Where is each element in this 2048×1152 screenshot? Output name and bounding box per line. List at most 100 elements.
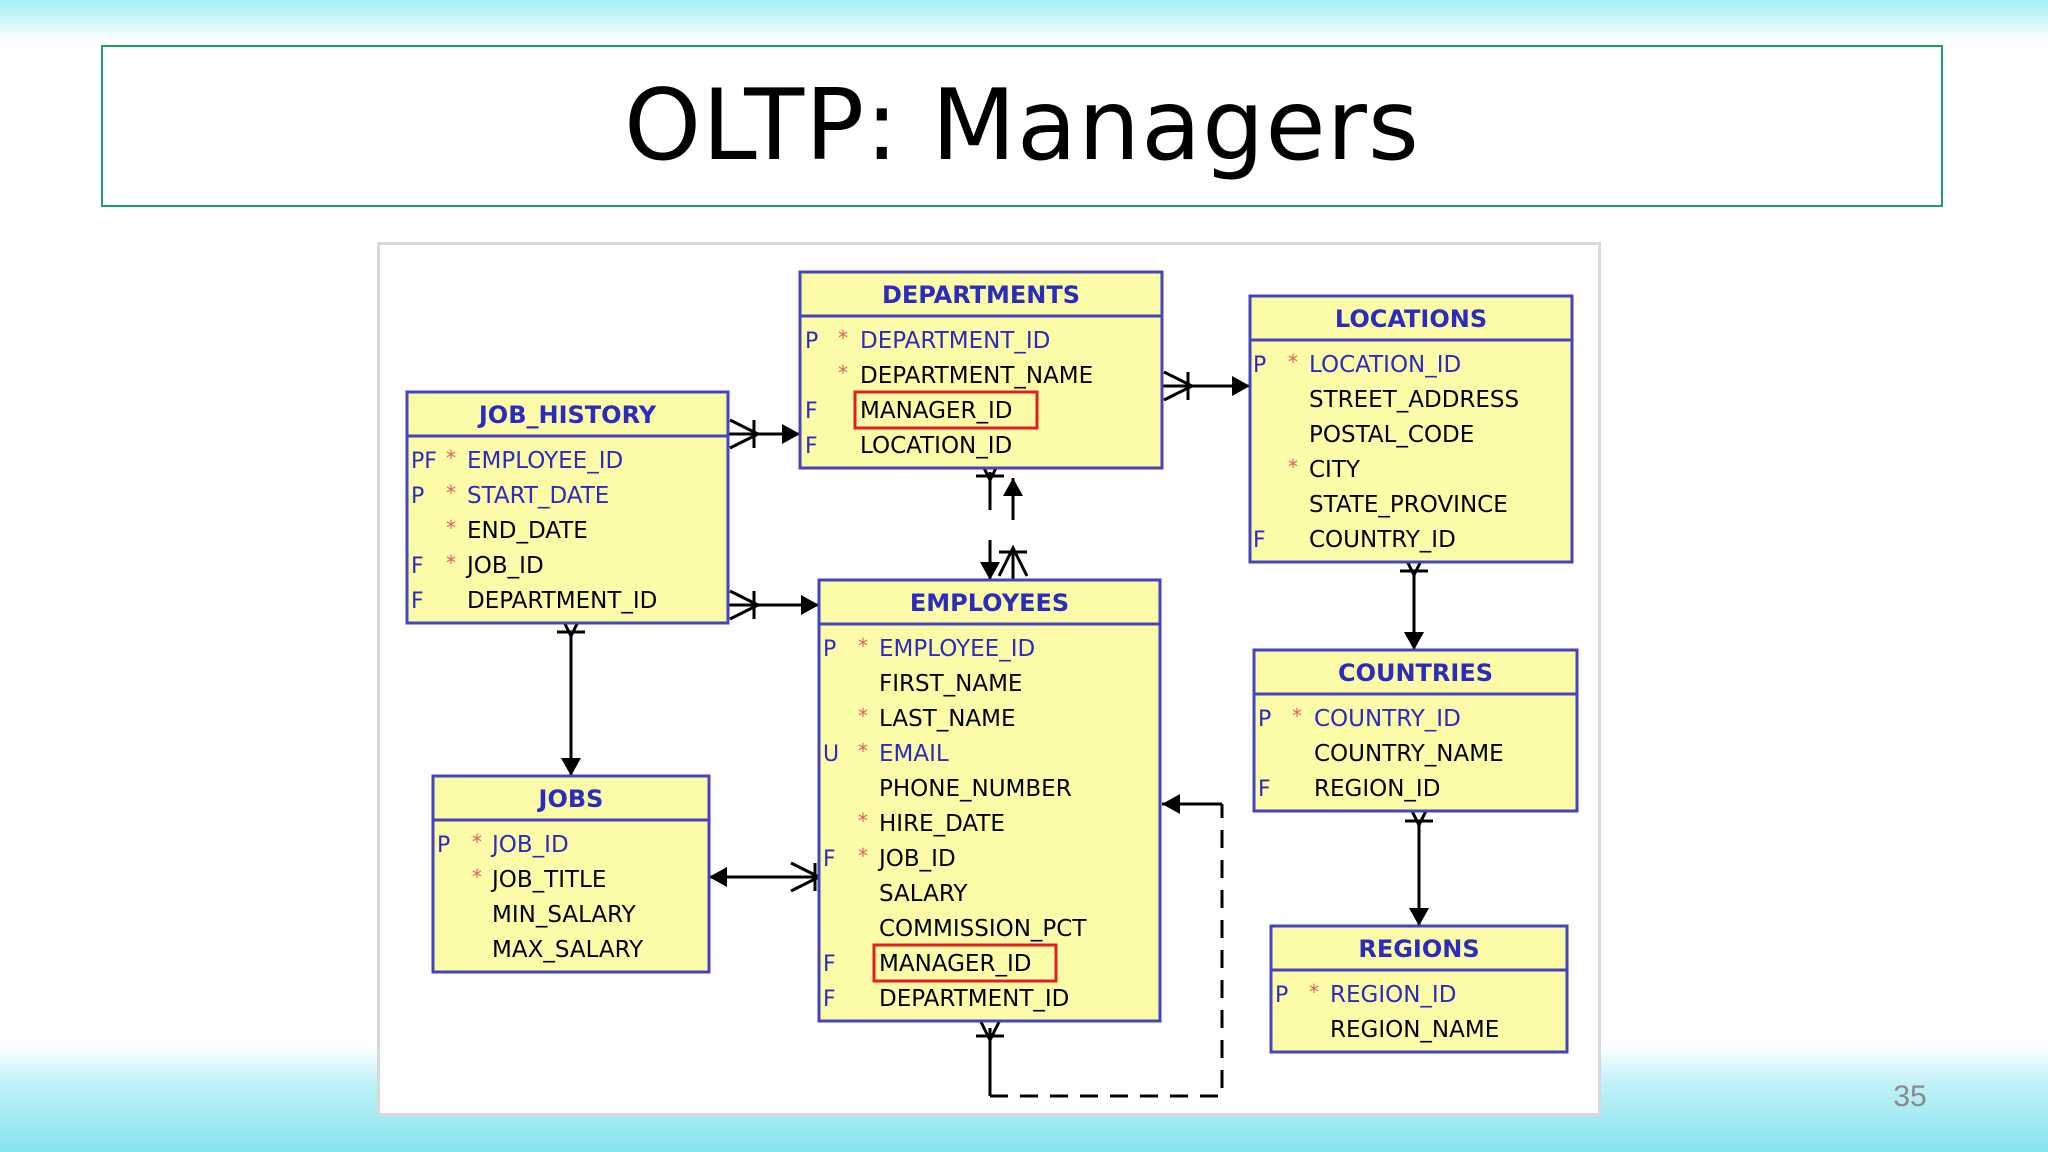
table-title: JOB_HISTORY	[477, 401, 657, 429]
er-diagram: DEPARTMENTS P * DEPARTMENT_ID * DEPARTMENT_NA…	[377, 242, 1601, 1116]
mandatory-star-icon: *	[446, 516, 456, 540]
table-box	[1269, 924, 1569, 1054]
mandatory-star-icon: *	[858, 739, 868, 763]
column-key-flag: F	[823, 952, 836, 977]
table-title: LOCATIONS	[1335, 305, 1487, 333]
column-key-flag: F	[823, 987, 836, 1012]
table-title: EMPLOYEES	[910, 589, 1069, 617]
column-key-flag: F	[1253, 528, 1266, 553]
column-name: FIRST_NAME	[879, 671, 1022, 697]
column-name: DEPARTMENT_ID	[467, 588, 657, 614]
column-name: MANAGER_ID	[879, 951, 1031, 977]
column-name: LOCATION_ID	[1309, 352, 1461, 378]
crows-foot-icon	[997, 544, 1029, 577]
column-name: START_DATE	[467, 483, 609, 509]
top-gradient-band	[0, 0, 2048, 42]
table-box	[817, 578, 1162, 1023]
column-name: REGION_ID	[1330, 982, 1456, 1008]
mandatory-star-icon: *	[1309, 980, 1319, 1004]
mandatory-star-icon: *	[446, 446, 456, 470]
arrowhead-icon	[980, 562, 1000, 580]
column-key-flag: F	[805, 434, 818, 459]
column-name: SALARY	[879, 881, 968, 907]
column-name: STREET_ADDRESS	[1309, 387, 1519, 413]
column-name: PHONE_NUMBER	[879, 776, 1072, 802]
column-name: JOB_ID	[465, 553, 544, 579]
column-name: LOCATION_ID	[860, 433, 1012, 459]
column-key-flag: P	[805, 329, 818, 354]
mandatory-star-icon: *	[472, 865, 482, 889]
column-key-flag: P	[411, 484, 424, 509]
arrowhead-icon	[1404, 632, 1424, 650]
column-name: DEPARTMENT_NAME	[860, 363, 1093, 389]
table-box	[405, 390, 730, 625]
column-name: EMAIL	[879, 741, 949, 767]
column-key-flag: PF	[411, 449, 437, 474]
column-key-flag: F	[805, 399, 818, 424]
column-key-flag: P	[823, 637, 836, 662]
column-name: STATE_PROVINCE	[1309, 492, 1508, 518]
table-title: REGIONS	[1358, 935, 1479, 963]
arrowhead-icon	[1409, 908, 1429, 926]
table-departments: DEPARTMENTSP*DEPARTMENT_ID*DEPARTMENT_NA…	[798, 270, 1164, 470]
arrowhead-icon	[1232, 376, 1250, 396]
column-name: DEPARTMENT_ID	[879, 986, 1069, 1012]
mandatory-star-icon: *	[446, 481, 456, 505]
mandatory-star-icon: *	[838, 326, 848, 350]
table-regions: REGIONS P * REGION_ID REGION_NAME	[1269, 924, 1569, 1054]
page-number: 35	[1893, 1080, 1927, 1113]
arrowhead-icon	[1162, 794, 1180, 814]
relationship-connectors	[555, 370, 1435, 1098]
table-title: JOBS	[537, 785, 604, 813]
column-name: MAX_SALARY	[492, 937, 644, 963]
table-jobs: JOBSP*JOB_ID*JOB_TITLEMIN_SALARYMAX_SALA…	[431, 774, 711, 974]
arrowhead-icon	[1003, 478, 1023, 496]
column-name: POSTAL_CODE	[1309, 422, 1474, 448]
tables-layer: DEPARTMENTS P * DEPARTMENT_ID * DEPARTMENT_NA…	[405, 270, 1579, 1054]
highlight-box	[853, 390, 1039, 430]
column-name: COUNTRY_ID	[1314, 706, 1461, 732]
mandatory-star-icon: *	[838, 361, 848, 385]
table-title: COUNTRIES	[1338, 659, 1493, 687]
title-box: OLTP: Managers	[101, 45, 1943, 207]
mandatory-star-icon: *	[858, 704, 868, 728]
column-name: JOB_TITLE	[490, 867, 606, 893]
column-name: CITY	[1309, 457, 1361, 483]
mandatory-star-icon: *	[1288, 455, 1298, 479]
column-key-flag: U	[823, 742, 839, 767]
column-key-flag: P	[437, 833, 450, 858]
mandatory-star-icon: *	[858, 634, 868, 658]
column-name: LAST_NAME	[879, 706, 1016, 732]
er-diagram-canvas: DEPARTMENTS P * DEPARTMENT_ID * DEPARTMENT_NA…	[405, 270, 1579, 1098]
column-key-flag: P	[1275, 983, 1288, 1008]
column-name: END_DATE	[467, 518, 588, 544]
mandatory-star-icon: *	[858, 844, 868, 868]
table-employees: EMPLOYEES P * EMPLOYEE_ID FIRST_NAME * LAST_NA…	[817, 578, 1162, 1023]
arrowhead-icon	[801, 595, 819, 615]
slide-title: OLTP: Managers	[624, 69, 1420, 183]
column-key-flag: F	[411, 589, 424, 614]
table-job-history: JOB_HISTORYPF*EMPLOYEE_IDP*START_DATE*EN…	[405, 390, 730, 625]
mandatory-star-icon: *	[1292, 704, 1302, 728]
table-box	[798, 270, 1164, 470]
column-name: JOB_ID	[490, 832, 569, 858]
column-name: REGION_ID	[1314, 776, 1440, 802]
column-key-flag: F	[411, 554, 424, 579]
arrowhead-icon	[561, 758, 581, 776]
crows-foot-icon	[729, 418, 762, 450]
column-name: EMPLOYEE_ID	[879, 636, 1035, 662]
mandatory-star-icon: *	[1288, 350, 1298, 374]
column-name: REGION_NAME	[1330, 1017, 1499, 1043]
column-name: COUNTRY_ID	[1309, 527, 1456, 553]
crows-foot-icon	[729, 589, 762, 621]
column-name: MIN_SALARY	[492, 902, 637, 928]
column-name: COUNTRY_NAME	[1314, 741, 1504, 767]
arrowhead-icon	[782, 424, 800, 444]
self-reference-dashed-line	[990, 804, 1224, 1098]
mandatory-star-icon: *	[858, 809, 868, 833]
column-key-flag: F	[1258, 777, 1271, 802]
table-title: DEPARTMENTS	[882, 281, 1080, 309]
highlight-box	[872, 943, 1058, 983]
table-locations: LOCATIONSP*LOCATION_IDSTREET_ADDRESSPOST…	[1248, 294, 1574, 564]
